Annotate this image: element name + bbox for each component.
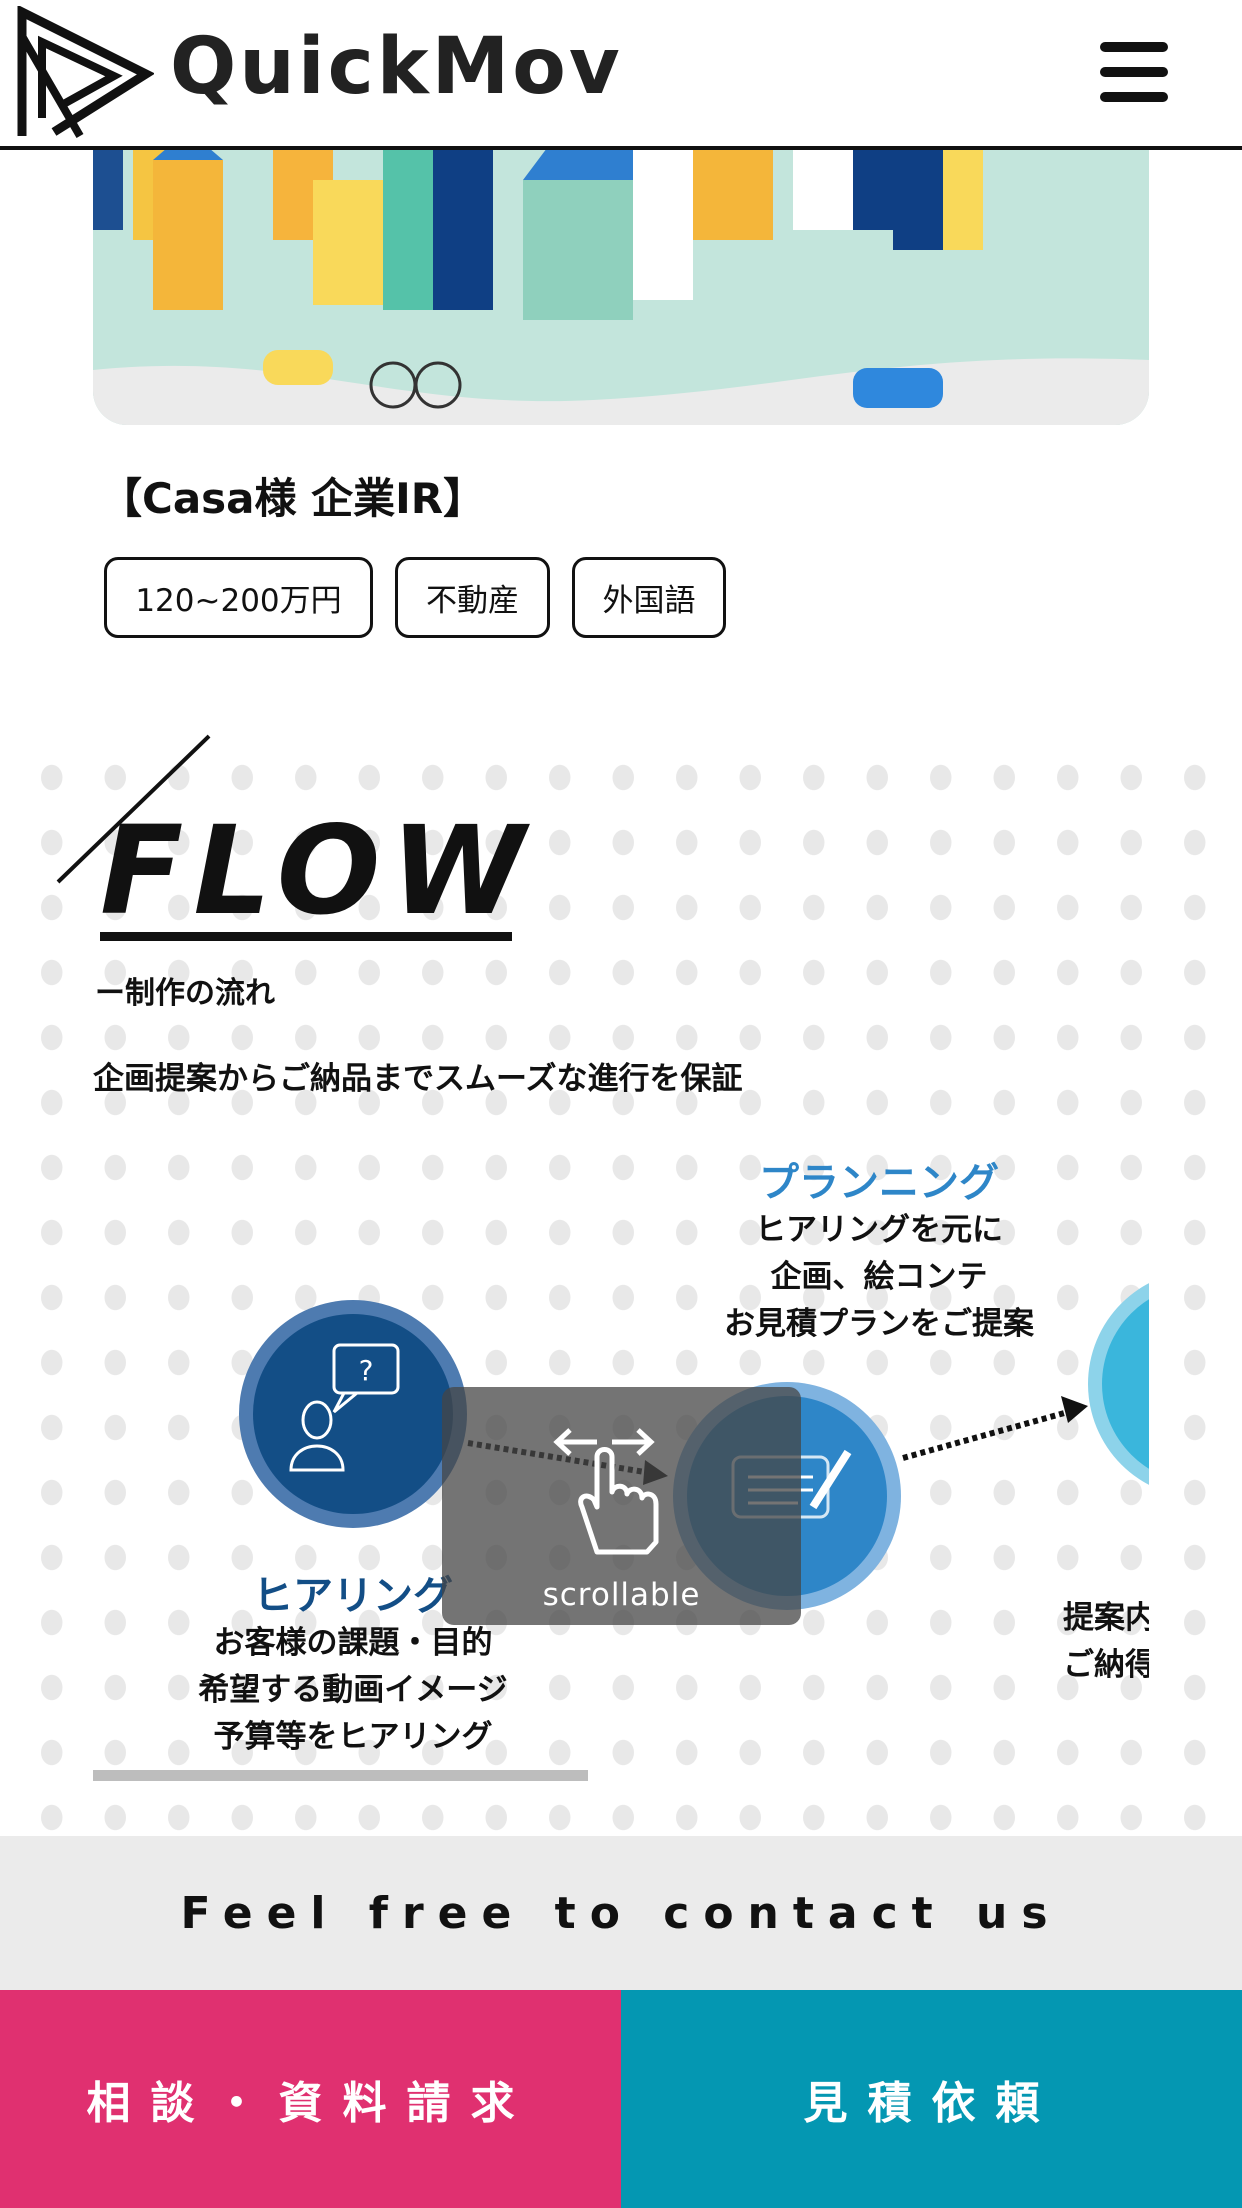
contact-tagline: Feel free to contact us [0, 1836, 1242, 1990]
step-line: 提案内 [1063, 1600, 1149, 1636]
site-header: QuickMov [0, 0, 1242, 150]
flow-description: 企画提案からご納品までスムーズな進行を保証 [93, 1061, 743, 1097]
step-line: 予算等をヒアリング [213, 1719, 493, 1755]
step-heading: プランニング [759, 1160, 999, 1206]
horizontal-scrollbar[interactable] [93, 1770, 588, 1781]
step-line: ご納得 [1063, 1647, 1149, 1683]
flow-underline [100, 932, 512, 941]
dotted-background [0, 735, 1242, 1835]
tag-industry[interactable]: 不動産 [395, 557, 550, 638]
step-planning-label: プランニング ヒアリングを元に 企画、絵コンテ お見積プランをご提案 [679, 1160, 1079, 1348]
case-title[interactable]: 【Casa様 企業IR】 [100, 474, 486, 523]
case-thumbnail[interactable] [93, 150, 1149, 425]
person-question-icon: ? [289, 1343, 400, 1472]
step-hearing-circle: ? [239, 1300, 467, 1528]
hamburger-icon[interactable] [1100, 40, 1170, 104]
step-line: 希望する動画イメージ [198, 1672, 508, 1708]
logo-text[interactable]: QuickMov [170, 22, 623, 112]
estimate-request-button[interactable]: 見積依頼 [621, 1990, 1242, 2208]
step-heading: ヒアリング [253, 1573, 453, 1619]
scroll-hint-overlay[interactable]: scrollable [442, 1387, 801, 1625]
scroll-hint-text: scrollable [542, 1577, 701, 1613]
step-line: お見積プランをご提案 [724, 1306, 1034, 1342]
step-line: 企画、絵コンテ [770, 1259, 988, 1295]
step-hearing-label: ヒアリング お客様の課題・目的 希望する動画イメージ 予算等をヒアリング [153, 1573, 553, 1761]
flow-subtitle: ー制作の流れ [95, 976, 275, 1011]
logo-icon[interactable] [14, 6, 154, 142]
step-line: お客様の課題・目的 [213, 1625, 493, 1661]
svg-text:?: ? [359, 1354, 374, 1387]
flow-title: FLOW [100, 800, 536, 942]
tag-language[interactable]: 外国語 [572, 557, 726, 638]
step-three-label: 提案内 ご納得 [1063, 1595, 1149, 1689]
consultation-request-button[interactable]: 相談・資料請求 [0, 1990, 621, 2208]
step-line: ヒアリングを元に [755, 1212, 1003, 1248]
tag-budget[interactable]: 120~200万円 [104, 557, 373, 638]
swipe-hand-icon [553, 1428, 659, 1555]
